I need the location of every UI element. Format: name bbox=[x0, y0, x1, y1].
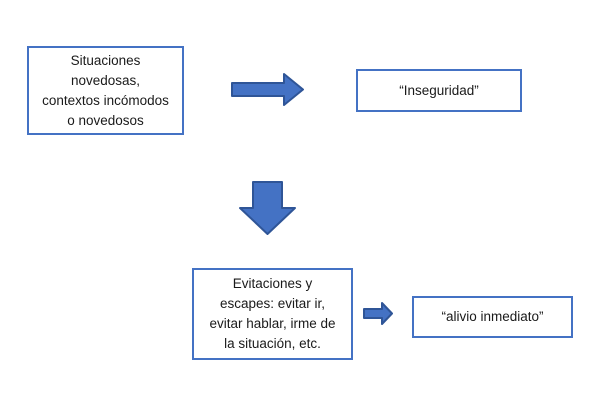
node-evitaciones: Evitaciones y escapes: evitar ir, evitar… bbox=[192, 268, 353, 360]
arrow-down-icon bbox=[239, 181, 296, 235]
node-inseguridad: “Inseguridad” bbox=[356, 69, 522, 112]
node-situaciones: Situaciones novedosas, contextos incómod… bbox=[27, 46, 184, 135]
arrow-right-shape bbox=[231, 73, 304, 106]
arrow-right-small-shape bbox=[363, 302, 393, 325]
node-alivio-label: “alivio inmediato” bbox=[441, 309, 544, 324]
node-alivio: “alivio inmediato” bbox=[412, 296, 573, 338]
arrow-down-shape bbox=[239, 181, 296, 235]
node-inseguridad-label: “Inseguridad” bbox=[399, 82, 479, 98]
arrow-right-small-icon bbox=[363, 302, 393, 325]
arrow-right-icon bbox=[231, 73, 304, 106]
node-evitaciones-label: Evitaciones y escapes: evitar ir, evitar… bbox=[209, 276, 336, 351]
node-situaciones-label: Situaciones novedosas, contextos incómod… bbox=[42, 52, 169, 128]
